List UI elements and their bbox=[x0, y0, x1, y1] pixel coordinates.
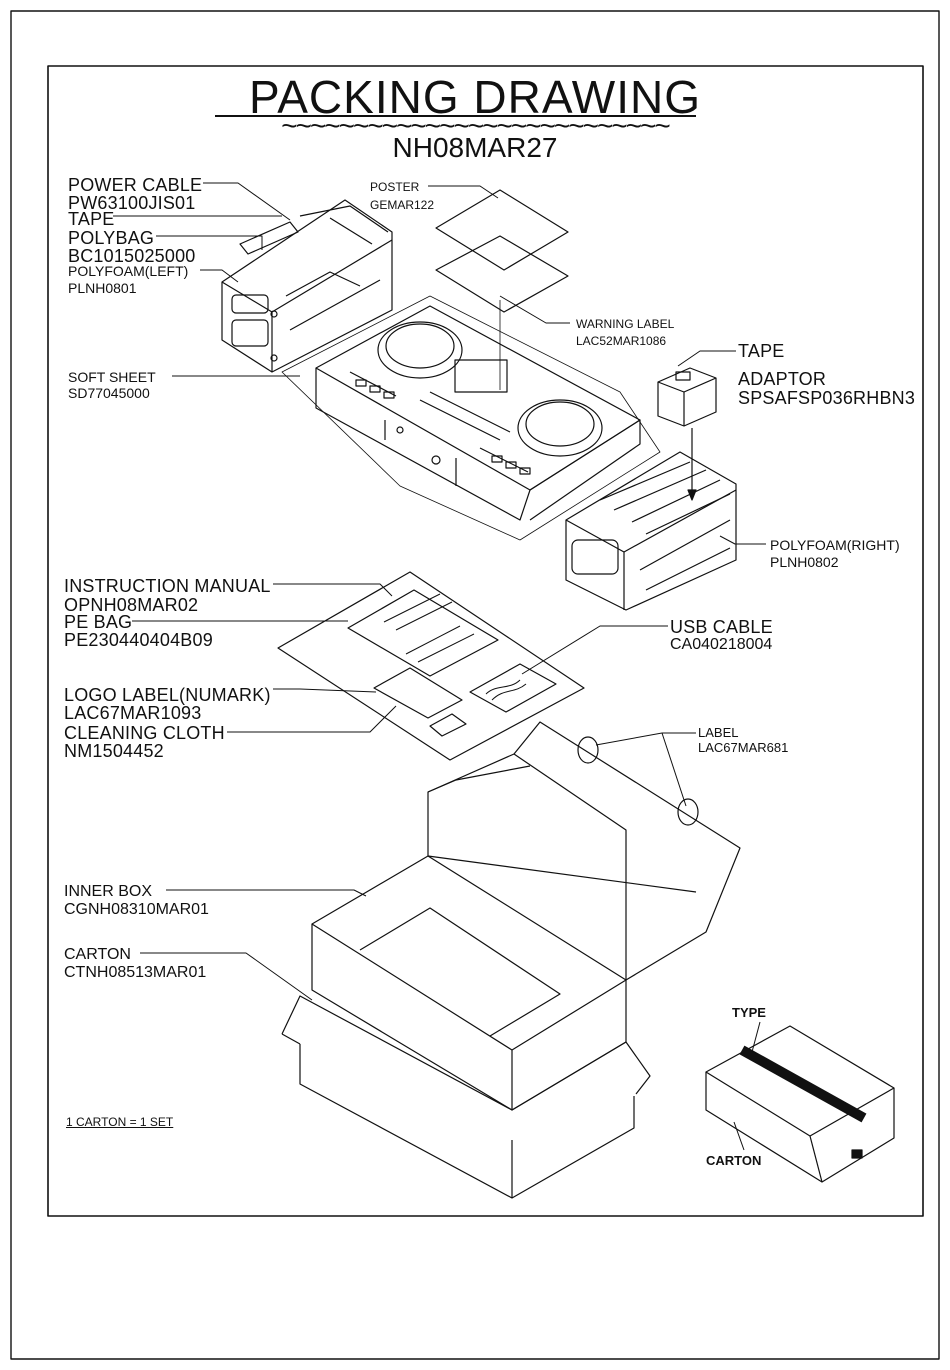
code-polyfoam-right: PLNH0802 bbox=[770, 554, 839, 570]
dj-controller bbox=[315, 305, 641, 521]
model-number: NH08MAR27 bbox=[392, 132, 558, 163]
label-poster: POSTER bbox=[370, 180, 420, 194]
label-warning-label: WARNING LABEL bbox=[576, 317, 675, 331]
page-title: PACKING DRAWING bbox=[248, 71, 702, 123]
label-polyfoam-right: POLYFOAM(RIGHT) bbox=[770, 537, 900, 553]
code-carton: CTNH08513MAR01 bbox=[64, 964, 207, 981]
label-pe-bag: PE BAG bbox=[64, 612, 133, 632]
poster-sheet bbox=[435, 189, 569, 271]
warning-label-sheet bbox=[435, 235, 569, 313]
code-poster: GEMAR122 bbox=[370, 198, 435, 212]
code-soft-sheet: SD77045000 bbox=[68, 385, 150, 401]
carton-bottom-label: CARTON bbox=[706, 1153, 762, 1168]
code-adaptor: SPSAFSP036RHBN3 bbox=[738, 388, 916, 408]
label-soft-sheet: SOFT SHEET bbox=[68, 369, 156, 385]
polyfoam-right bbox=[565, 451, 737, 611]
outer-border bbox=[10, 10, 940, 1360]
code-warning-label: LAC52MAR1086 bbox=[576, 334, 667, 348]
code-power-cable: PW63100JIS01 bbox=[68, 193, 196, 213]
code-instruction-manual: OPNH08MAR02 bbox=[64, 595, 199, 615]
label-inner-box: INNER BOX bbox=[64, 883, 153, 900]
soft-sheet bbox=[281, 295, 661, 541]
polyfoam-left bbox=[221, 199, 393, 373]
label-instruction-manual: INSTRUCTION MANUAL bbox=[64, 576, 271, 596]
label-adaptor: ADAPTOR bbox=[738, 369, 827, 389]
label-power-cable: POWER CABLE bbox=[68, 175, 203, 195]
adaptor bbox=[657, 367, 717, 501]
code-polybag: BC1015025000 bbox=[68, 246, 196, 266]
code-inner-box: CGNH08310MAR01 bbox=[64, 901, 209, 918]
label-polybag: POLYBAG bbox=[68, 228, 155, 248]
label-label: LABEL bbox=[698, 725, 739, 740]
pe-bag-group bbox=[277, 571, 585, 761]
code-pe-bag: PE230440404B09 bbox=[64, 630, 213, 650]
carton-set-note: 1 CARTON = 1 SET bbox=[66, 1115, 174, 1129]
carton-type-label: TYPE bbox=[732, 1005, 766, 1020]
title-rule: ~~~~~~~~~~~~~~~~~~~~~~~~~~~ bbox=[281, 110, 671, 141]
label-carton: CARTON bbox=[64, 946, 131, 963]
inner-border bbox=[47, 65, 924, 1217]
label-usb-cable: USB CABLE bbox=[670, 617, 773, 637]
leader-lines bbox=[113, 182, 766, 1001]
code-logo-label: LAC67MAR1093 bbox=[64, 703, 202, 723]
carton-outer bbox=[281, 995, 651, 1199]
inner-box bbox=[311, 721, 741, 1111]
label-tape-left: TAPE bbox=[68, 209, 115, 229]
label-cleaning-cloth: CLEANING CLOTH bbox=[64, 723, 225, 743]
carton-small bbox=[705, 1021, 895, 1183]
code-cleaning-cloth: NM1504452 bbox=[64, 741, 164, 761]
code-usb-cable: CA040218004 bbox=[670, 636, 773, 653]
label-tape-right: TAPE bbox=[738, 341, 785, 361]
label-polyfoam-left: POLYFOAM(LEFT) bbox=[68, 263, 189, 279]
code-polyfoam-left: PLNH0801 bbox=[68, 280, 137, 296]
code-label: LAC67MAR681 bbox=[698, 740, 789, 755]
label-logo-label: LOGO LABEL(NUMARK) bbox=[64, 685, 271, 705]
